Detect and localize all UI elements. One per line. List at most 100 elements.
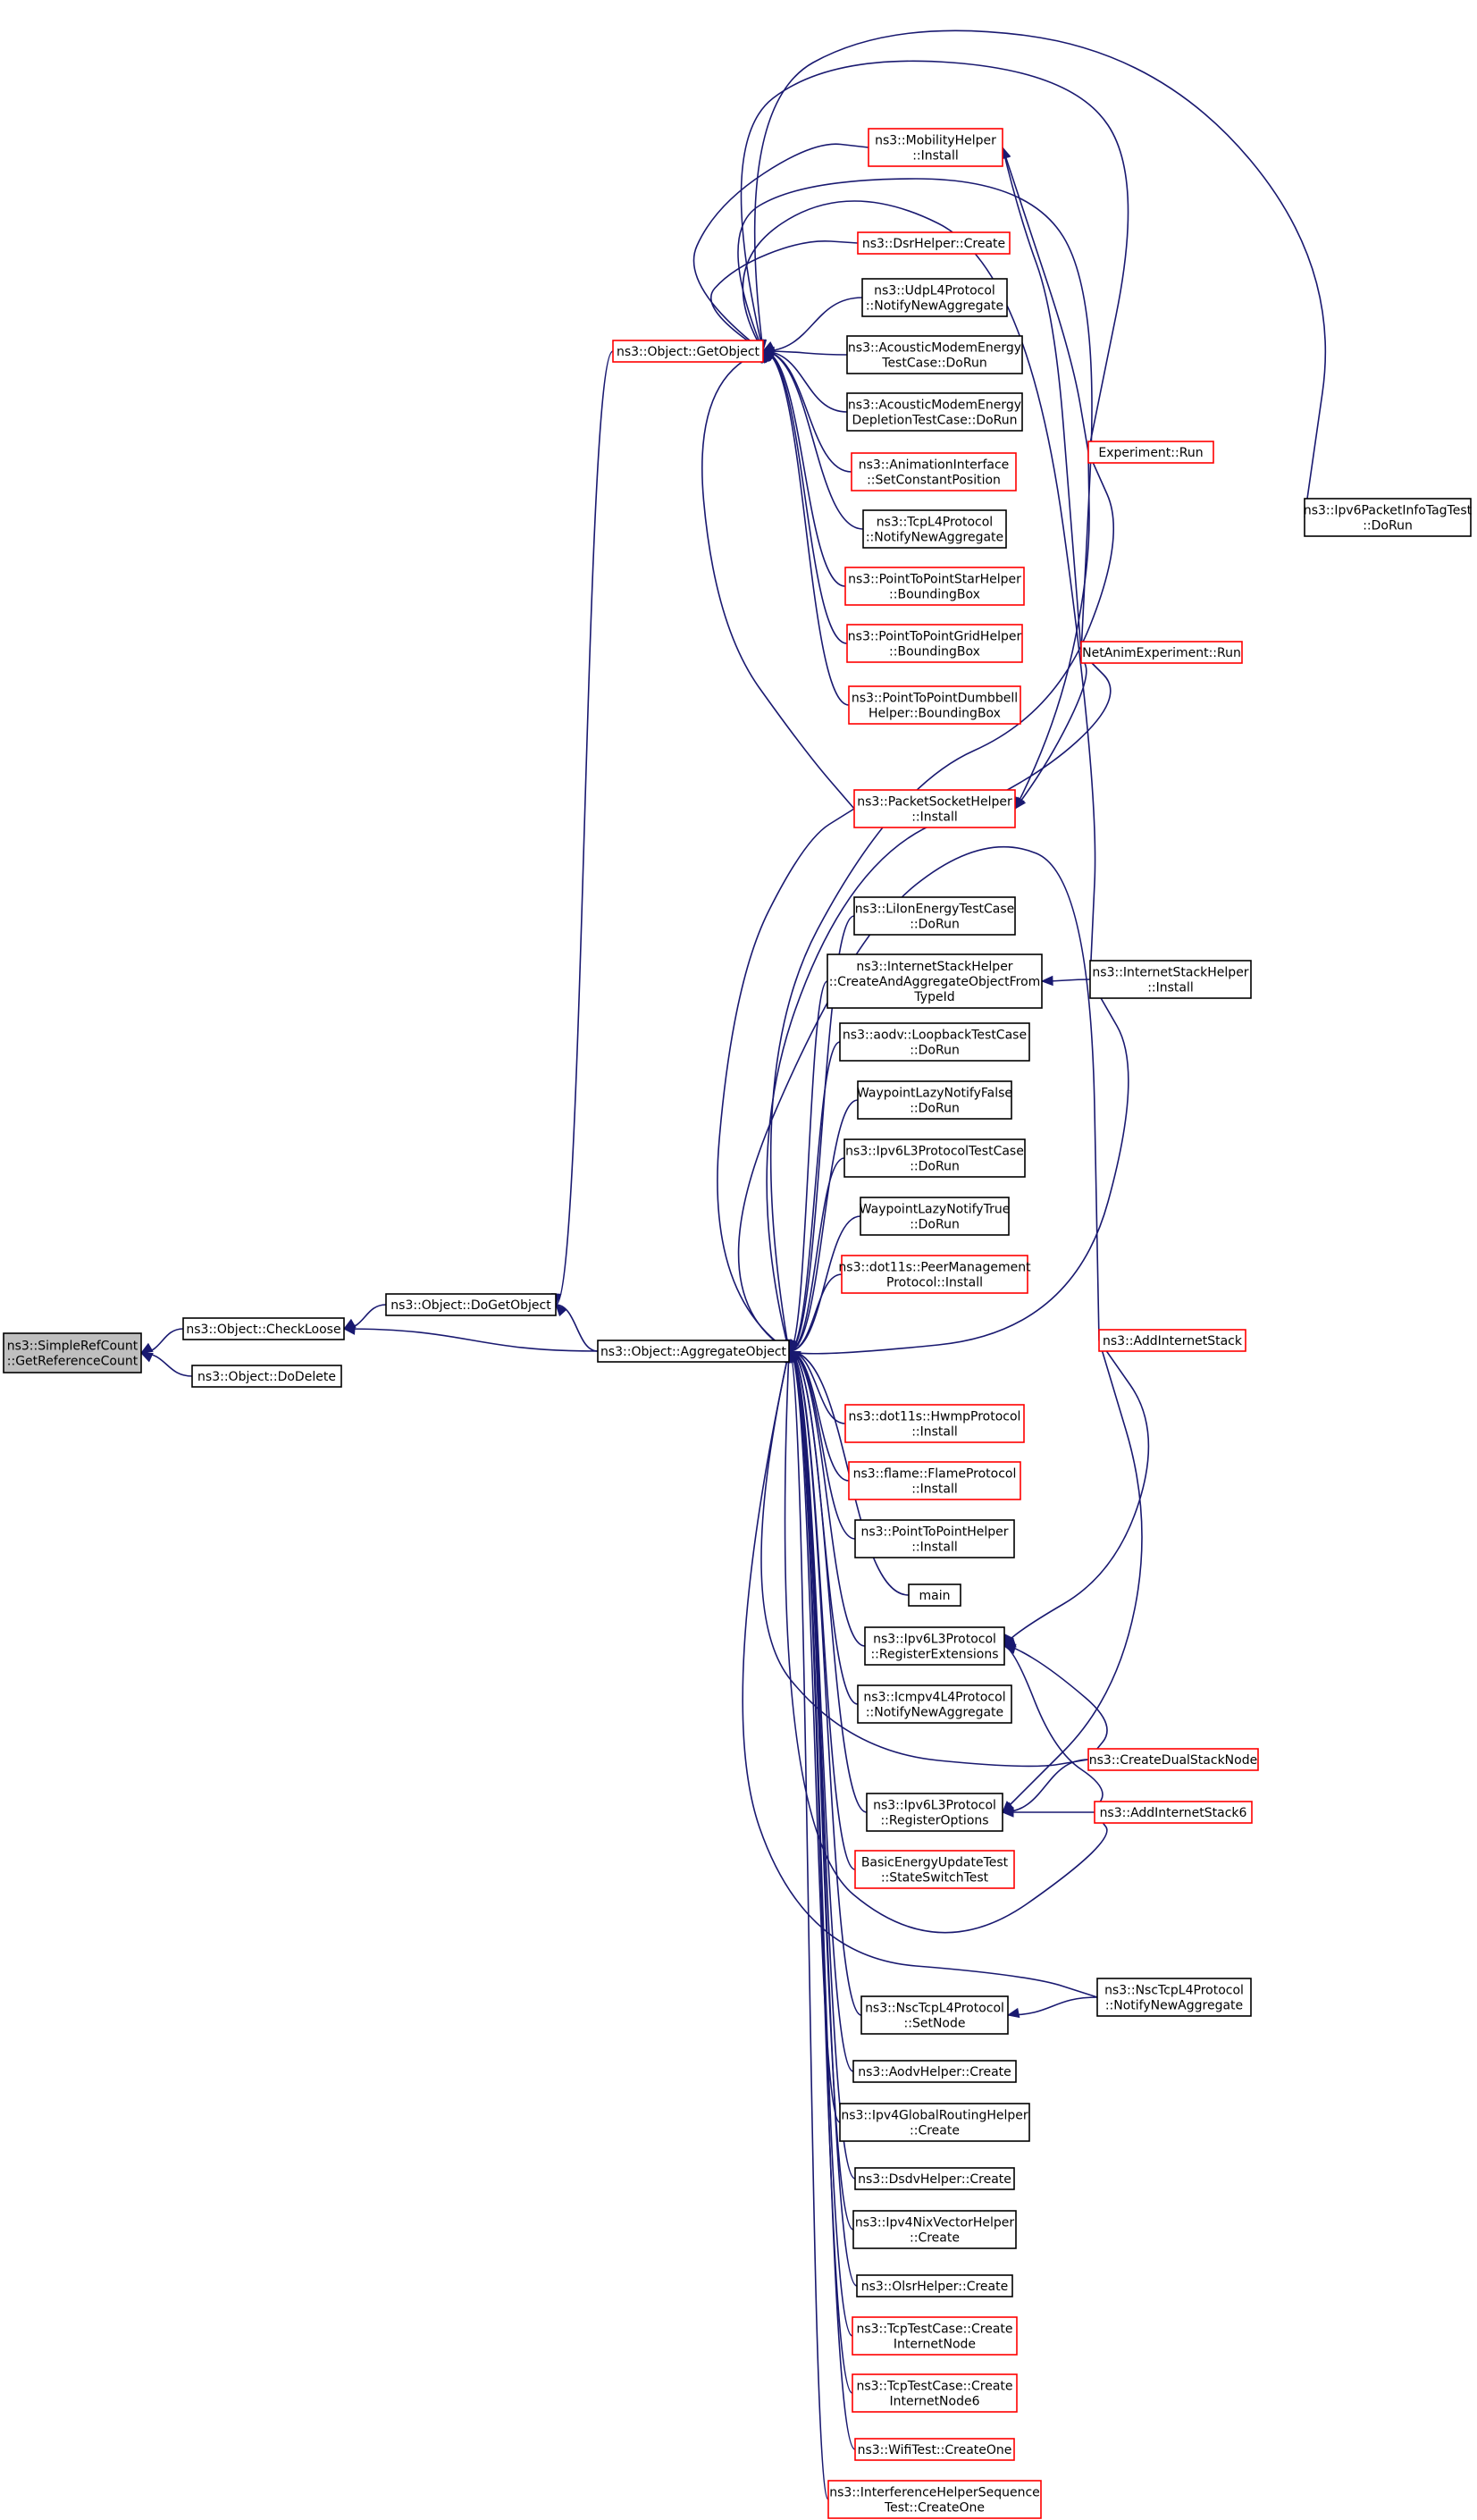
function-node[interactable]: ns3::Ipv4NixVectorHelper::Create [852, 2210, 1017, 2249]
node-box [852, 2316, 1018, 2356]
function-node[interactable]: ns3::Object::CheckLoose [182, 1317, 345, 1340]
function-node[interactable]: WaypointLazyNotifyTrue::DoRun [860, 1197, 1011, 1236]
function-node[interactable]: ns3::AddInternetStack6 [1094, 1801, 1253, 1824]
node-label: Experiment::Run [1098, 446, 1203, 460]
function-node[interactable]: ns3::InternetStackHelper::Install [1089, 960, 1252, 999]
node-box [854, 1850, 1015, 1889]
call-edge [762, 350, 846, 587]
function-node[interactable]: ns3::Ipv6L3Protocol::RegisterOptions [866, 1793, 1003, 1832]
node-box [864, 1626, 1005, 1666]
function-node[interactable]: ns3::PointToPointHelper::Install [854, 1519, 1015, 1558]
function-node[interactable]: ns3::TcpL4Protocol::NotifyNewAggregate [862, 509, 1007, 549]
function-node[interactable]: ns3::InternetStackHelper::CreateAndAggre… [827, 953, 1043, 1009]
function-node[interactable]: ns3::OlsrHelper::Create [856, 2274, 1013, 2297]
function-node[interactable]: ns3::AddInternetStack [1098, 1329, 1246, 1352]
node-box [856, 2274, 1013, 2297]
call-edge [737, 178, 1093, 653]
function-node[interactable]: ns3::Icmpv4L4Protocol::NotifyNewAggregat… [857, 1684, 1012, 1724]
node-box [852, 2210, 1017, 2249]
function-node[interactable]: ns3::WifiTest::CreateOne [854, 2438, 1015, 2461]
function-node[interactable]: ns3::Object::AggregateObject [597, 1340, 790, 1363]
function-node[interactable]: ns3::flame::FlameProtocol::Install [848, 1461, 1021, 1500]
function-node[interactable]: BasicEnergyUpdateTest::StateSwitchTest [854, 1850, 1015, 1889]
node-label: ns3::UdpL4Protocol [874, 284, 995, 298]
node-label: ns3::Object::DoDelete [197, 1370, 336, 1384]
function-node[interactable]: ns3::PointToPointStarHelper::BoundingBox [844, 567, 1025, 606]
function-node[interactable]: ns3::dot11s::PeerManagementProtocol::Ins… [838, 1255, 1031, 1294]
call-edge [788, 979, 1129, 1355]
call-edge [762, 350, 848, 356]
call-edge [753, 29, 1327, 518]
function-node[interactable]: ns3::PointToPointDumbbellHelper::Boundin… [848, 685, 1021, 725]
node-label: ns3::DsdvHelper::Create [858, 2172, 1011, 2187]
function-node[interactable]: main [908, 1583, 961, 1607]
node-label: ns3::OlsrHelper::Create [861, 2280, 1008, 2294]
function-node[interactable]: ns3::aodv::LoopbackTestCase::DoRun [839, 1022, 1030, 1062]
function-node[interactable]: ns3::AodvHelper::Create [852, 2060, 1017, 2083]
function-node[interactable]: ns3::AcousticModemEnergyDepletionTestCas… [846, 392, 1023, 432]
function-node[interactable]: ns3::DsdvHelper::Create [854, 2167, 1015, 2190]
node-box [1080, 641, 1243, 664]
call-edge [1002, 147, 1089, 453]
function-node[interactable]: ns3::MobilityHelper::Install [868, 128, 1003, 167]
node-box [1087, 1748, 1259, 1771]
node-box [851, 452, 1017, 491]
function-node[interactable]: ns3::NscTcpL4Protocol::SetNode [860, 1995, 1009, 2035]
node-box [857, 1684, 1012, 1724]
node-box [1094, 1801, 1253, 1824]
function-node[interactable]: ns3::dot11s::HwmpProtocol::Install [844, 1404, 1025, 1443]
function-node[interactable]: ns3::PacketSocketHelper::Install [853, 789, 1016, 828]
function-node[interactable]: ns3::Ipv6L3Protocol::RegisterExtensions [864, 1626, 1005, 1666]
node-box [854, 1519, 1015, 1558]
function-node[interactable]: ns3::UdpL4Protocol::NotifyNewAggregate [861, 278, 1008, 317]
function-node[interactable]: Experiment::Run [1087, 441, 1214, 464]
node-label: ::Install [1147, 981, 1194, 995]
node-label: ::DoRun [910, 1160, 960, 1174]
function-node[interactable]: ns3::AnimationInterface::SetConstantPosi… [851, 452, 1017, 491]
node-label: ns3::LiIonEnergyTestCase [855, 903, 1015, 917]
node-label: ::Install [912, 149, 959, 164]
function-node[interactable]: ns3::PointToPointGridHelper::BoundingBox [846, 624, 1023, 663]
function-node[interactable]: ns3::Ipv4GlobalRoutingHelper::Create [839, 2103, 1030, 2142]
node-box [612, 340, 764, 363]
node-label: ns3::Ipv6L3Protocol [873, 1799, 996, 1813]
node-label: ns3::flame::FlameProtocol [853, 1467, 1017, 1482]
node-label: ns3::Object::CheckLoose [186, 1323, 340, 1337]
node-label: ::DoRun [1363, 519, 1413, 533]
function-node[interactable]: WaypointLazyNotifyFalse::DoRun [857, 1080, 1012, 1120]
function-node[interactable]: ns3::SimpleRefCount::GetReferenceCount [3, 1332, 142, 1373]
function-node[interactable]: ns3::InterferenceHelperSequenceTest::Cre… [827, 2480, 1042, 2519]
call-edge [788, 1157, 845, 1352]
function-node[interactable]: ns3::NscTcpL4Protocol::NotifyNewAggregat… [1096, 1978, 1252, 2017]
function-node[interactable]: ns3::DsrHelper::Create [857, 231, 1011, 255]
function-node[interactable]: ns3::Object::GetObject [612, 340, 764, 363]
function-node[interactable]: ns3::LiIonEnergyTestCase::DoRun [853, 896, 1016, 936]
node-box [839, 1022, 1030, 1062]
node-box [3, 1332, 142, 1373]
function-node[interactable]: ns3::Object::DoDelete [191, 1365, 342, 1388]
node-box [848, 685, 1021, 725]
node-label: BasicEnergyUpdateTest [861, 1856, 1009, 1870]
node-box [854, 2167, 1015, 2190]
function-node[interactable]: ns3::Ipv6PacketInfoTagTest::DoRun [1304, 498, 1473, 537]
node-label: ns3::InternetStackHelper [1092, 966, 1248, 980]
node-box [846, 624, 1023, 663]
call-edge [742, 200, 1096, 980]
node-label: WaypointLazyNotifyTrue [860, 1203, 1011, 1217]
node-box [862, 509, 1007, 549]
function-node[interactable]: ns3::CreateDualStackNode [1087, 1748, 1259, 1771]
node-label: ns3::PointToPointHelper [860, 1525, 1008, 1540]
node-label: ns3::Icmpv4L4Protocol [863, 1691, 1005, 1705]
node-label: ::StateSwitchTest [881, 1871, 989, 1886]
node-label: ns3::PacketSocketHelper [857, 795, 1012, 810]
function-node[interactable]: ns3::Ipv6L3ProtocolTestCase::DoRun [843, 1138, 1026, 1178]
node-label: ::Install [911, 1483, 958, 1497]
function-node[interactable]: NetAnimExperiment::Run [1080, 641, 1243, 664]
node-label: ns3::NscTcpL4Protocol [865, 2002, 1004, 2016]
function-node[interactable]: ns3::Object::DoGetObject [385, 1293, 557, 1316]
node-label: ::DoRun [910, 918, 960, 932]
